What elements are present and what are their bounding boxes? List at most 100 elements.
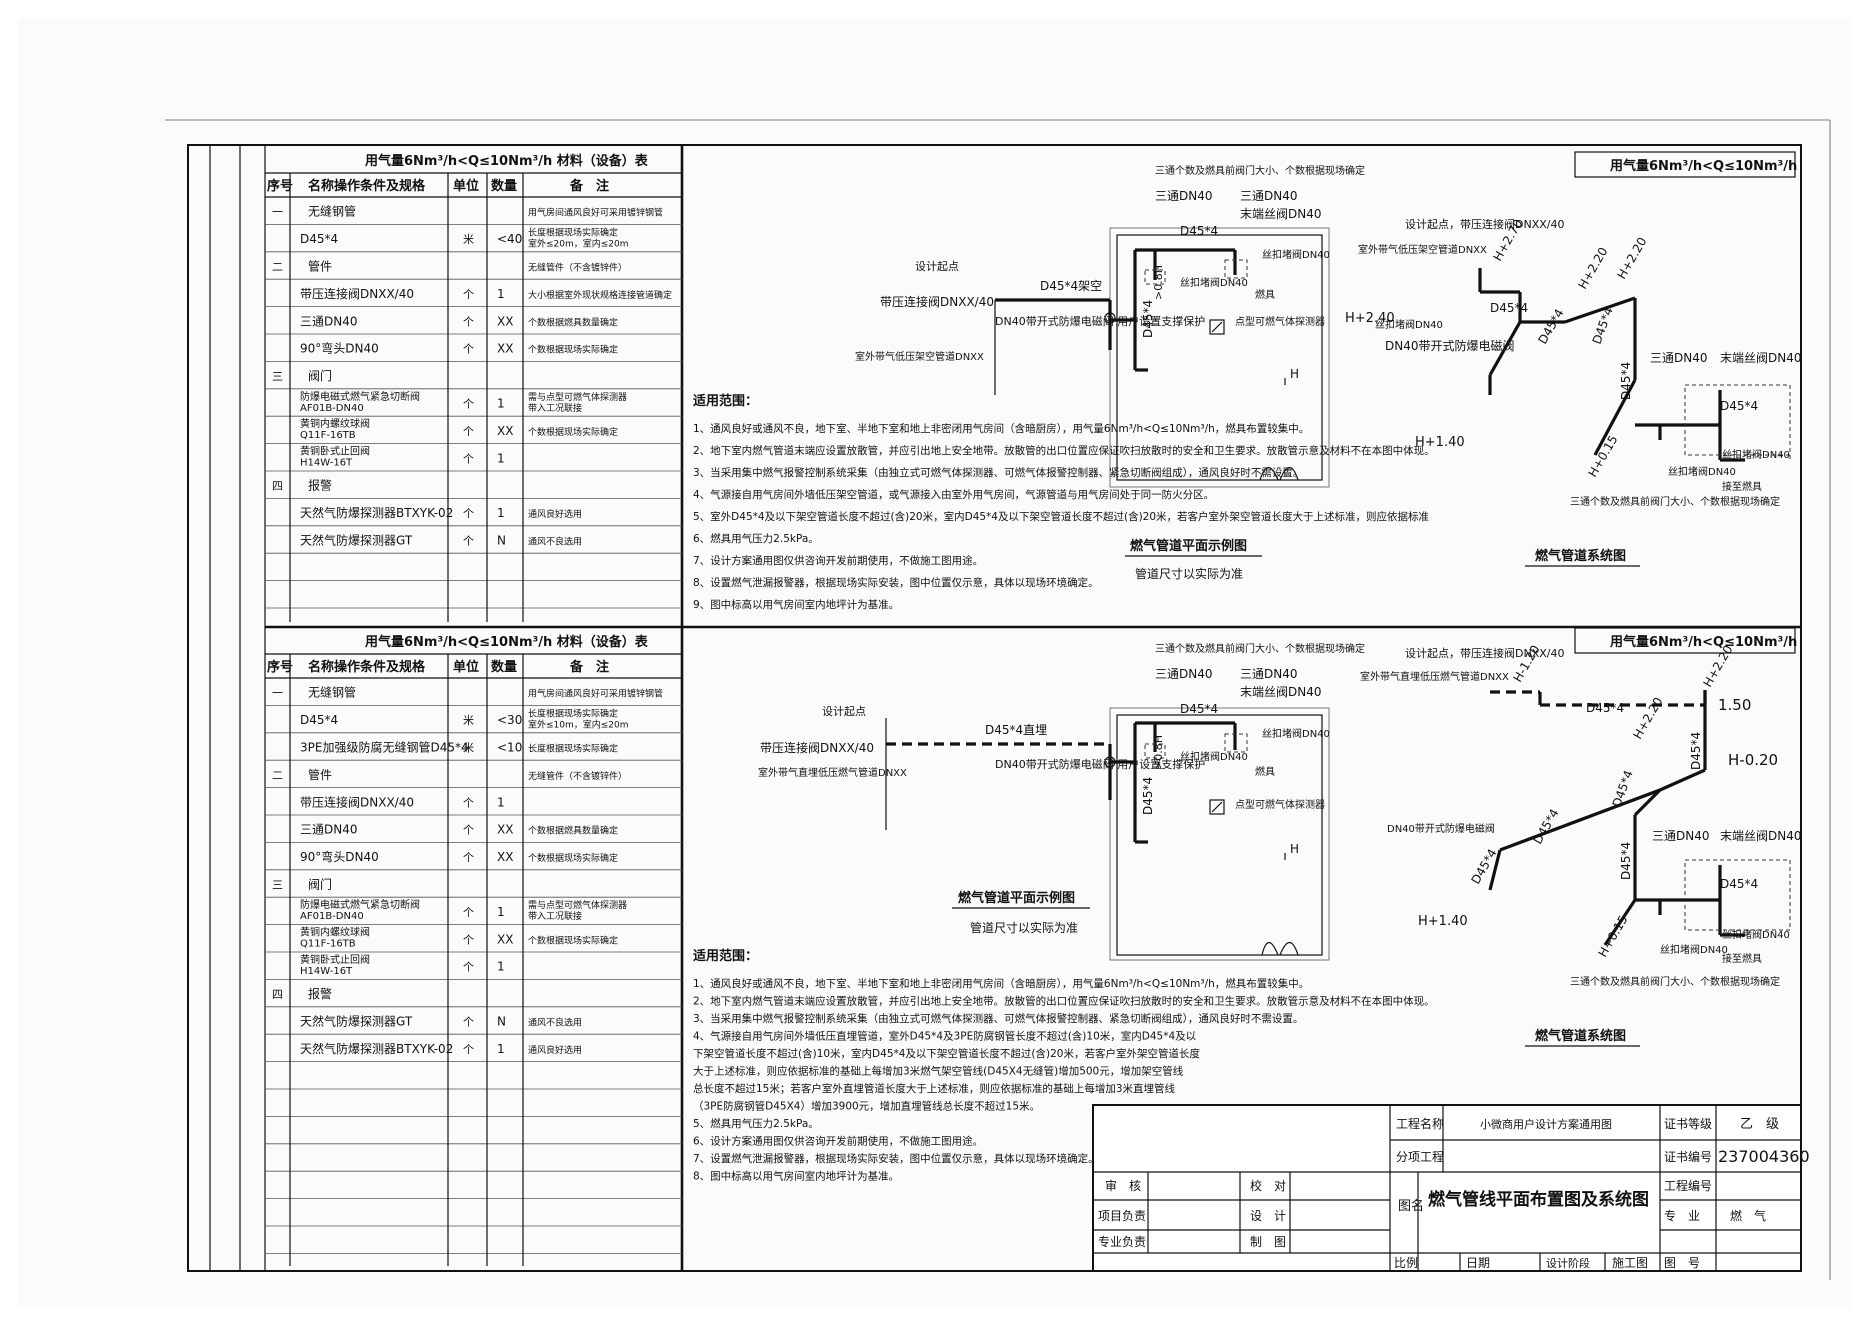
plan-label-burner: 燃具: [1255, 288, 1275, 301]
table-cell: 米: [463, 742, 474, 755]
table-header: 备 注: [569, 659, 609, 675]
table-header: 序号: [267, 659, 293, 675]
plan-b-label-design-start: 设计起点: [822, 705, 866, 718]
plan-label-end-valve: 末端丝阀DN40: [1240, 207, 1322, 221]
table-cell: 1: [497, 1042, 505, 1056]
note-line: 4、气源接自用气房间外墙低压架空管道，或气源接入由室外用气房间，气源管道与用气房…: [693, 488, 1214, 501]
material-table-top: 用气量6Nm³/h<Q≤10Nm³/h 材料（设备）表序号名称操作条件及规格单位…: [265, 153, 682, 622]
tb-project-name-label: 工程名称: [1396, 1116, 1444, 1131]
plan-label-vert: D45*4: [1141, 300, 1155, 338]
tb-stage: 施工图: [1612, 1256, 1648, 1270]
table-cell: 黄铜卧式止回阀: [300, 953, 370, 966]
table-cell: 三: [272, 879, 283, 892]
table-cell: 二: [272, 769, 283, 782]
tb-cert-no: 237004360: [1718, 1147, 1810, 1166]
notes-top: 适用范围： 1、通风良好或通风不良，地下室、半地下室和地上非密闭用气房间（含暗厨…: [693, 393, 1435, 611]
note-line: （3PE防腐钢管D45X4）增加3900元，增加直埋管线总长度不超过15米。: [693, 1100, 1040, 1113]
plan-b-label-end-valve: 末端丝阀DN40: [1240, 685, 1322, 699]
sys-plug3: 丝扣堵阀DN40: [1722, 448, 1790, 461]
sys-outdoor: 室外带气低压架空管道DNXX: [1358, 243, 1487, 256]
table-cell: Q11F-16TB: [300, 939, 356, 950]
plan-b-label-tee2: 三通DN40: [1240, 667, 1298, 681]
table-header: 数量: [491, 659, 517, 675]
sys-design-start: 设计起点，带压连接阀DNXX/40: [1405, 217, 1564, 231]
tb-cert-no-label: 证书编号: [1664, 1149, 1712, 1164]
table-cell: 长度根据现场实际确定: [528, 743, 618, 755]
notes-top-heading: 适用范围：: [693, 393, 758, 409]
table-header: 数量: [491, 178, 517, 194]
table-cell: D45*4: [300, 232, 338, 246]
plan-label-detector: 点型可燃气体探测器: [1235, 315, 1325, 328]
table-cell: 1: [497, 905, 505, 919]
table-cell: XX: [497, 342, 513, 356]
note-line: 7、设置燃气泄漏报警器，根据现场实际安装，图中位置仅示意，具体以现场环境确定。: [693, 1152, 1099, 1165]
table-cell: 米: [463, 714, 474, 727]
table-cell: 个: [463, 1043, 474, 1056]
table-cell: 带入工况联接: [528, 402, 582, 414]
table-cell: 三通DN40: [300, 314, 358, 328]
table-cell: 1: [497, 506, 505, 520]
sys-b-h020: H-0.20: [1728, 751, 1778, 769]
plan-b-label-plug2: 丝扣堵阀DN40: [1262, 727, 1330, 740]
table-cell: 通风良好选用: [528, 1044, 582, 1056]
table-cell: 带压连接阀DNXX/40: [300, 286, 414, 301]
table-cell: 天然气防爆探测器BTXYK-02: [300, 1041, 453, 1056]
table-cell: 室外≤20m，室内≤20m: [528, 237, 629, 249]
plan-label-plug2: 丝扣堵阀DN40: [1262, 248, 1330, 261]
table-cell: 个: [463, 343, 474, 356]
table-cell: 阀门: [308, 368, 332, 383]
table-header: 单位: [453, 178, 479, 194]
sys-b-end: 末端丝阀DN40: [1720, 829, 1802, 843]
note-line: 6、设计方案通用图仅供咨询开发前期使用，不做施工图用途。: [693, 1135, 983, 1148]
table-header: 名称操作条件及规格: [308, 659, 426, 675]
note-line: 1、通风良好或通风不良，地下室、半地下室和地上非密闭用气房间（含暗厨房），用气量…: [693, 977, 1309, 990]
note-line: 2、地下室内燃气管道末端应设置放散管，并应引出地上安全地带。放散管的出口位置应保…: [693, 995, 1435, 1008]
plan-note-top: 三通个数及燃具前阀门大小、个数根据现场确定: [1155, 164, 1365, 177]
note-line: 大于上述标准，则应依据标准的基础上每增加3米燃气架空管线(D45X4无缝管)增加…: [693, 1065, 1184, 1078]
table-cell: 管件: [308, 259, 332, 274]
sys-plug2: 丝扣堵阀DN40: [1668, 465, 1736, 478]
table-cell: 个: [463, 535, 474, 548]
plan-label-tee1: 三通DN40: [1155, 189, 1213, 203]
table-cell: 个: [463, 1016, 474, 1029]
sys-note: 三通个数及燃具前阀门大小、个数根据现场确定: [1570, 495, 1780, 508]
table-cell: 管件: [308, 767, 332, 782]
plan-label-vert2: >0.8H: [1152, 265, 1165, 300]
table-cell: <30: [497, 713, 522, 727]
table-cell: 无缝管件（不含镀锌件）: [528, 770, 627, 782]
drawing-frame: [187, 144, 1802, 1272]
table-cell: 天然气防爆探测器GT: [300, 1014, 413, 1029]
plan-b-label-vert: D45*4: [1141, 777, 1155, 815]
plan-b-label-plug: 丝扣堵阀DN40: [1180, 750, 1248, 763]
tb-check: 校 对: [1250, 1178, 1286, 1193]
table-cell: 个数根据现场实际确定: [528, 934, 618, 946]
table-cell: 带入工况联接: [528, 910, 582, 922]
note-line: 2、地下室内燃气管道末端应设置放散管，并应引出地上安全地带。放散管的出口位置应保…: [693, 444, 1435, 457]
table-cell: 报警: [308, 986, 332, 1001]
note-line: 5、室外D45*4及以下架空管道长度不超过(含)20米，室内D45*4及以下架空…: [693, 510, 1429, 523]
notes-bottom: 适用范围： 1、通风良好或通风不良，地下室、半地下室和地上非密闭用气房间（含暗厨…: [693, 948, 1435, 1183]
sys-b-d45-2: D45*4: [1689, 732, 1703, 770]
plan-title: 燃气管道平面示例图: [1130, 538, 1247, 554]
plan-b-label-d45: D45*4: [1180, 702, 1218, 716]
sys-b-plug: 丝扣堵阀DN40: [1660, 943, 1728, 956]
tb-sub-project-label: 分项工程: [1396, 1149, 1444, 1164]
note-line: 4、气源接自用气房间外墙低压直埋管道，室外D45*4及3PE防腐钢管长度不超过(…: [693, 1030, 1197, 1043]
table-title: 用气量6Nm³/h<Q≤10Nm³/h 材料（设备）表: [364, 634, 649, 650]
tb-drawing-no-label: 图 号: [1664, 1256, 1700, 1270]
table-cell: 1: [497, 287, 505, 301]
table-cell: 90°弯头DN40: [300, 849, 379, 864]
table-cell: 个: [463, 824, 474, 837]
sys-h140: H+1.40: [1415, 435, 1465, 450]
table-cell: <40: [497, 232, 522, 246]
note-line: 5、燃具用气压力2.5kPa。: [693, 1117, 819, 1130]
tb-project-no-label: 工程编号: [1664, 1178, 1712, 1193]
table-cell: 个数根据现场实际确定: [528, 426, 618, 438]
material-table-bottom: 用气量6Nm³/h<Q≤10Nm³/h 材料（设备）表序号名称操作条件及规格单位…: [265, 634, 682, 1266]
table-header: 序号: [267, 178, 293, 194]
table-cell: 带压连接阀DNXX/40: [300, 794, 414, 809]
tb-cert-level-label: 证书等级: [1664, 1117, 1712, 1131]
table-cell: 一: [272, 206, 283, 219]
plan-diagram-top: H 设计起点 带压连接阀DNXX/40 室外带气低压架空管道DNXX D45*4…: [855, 164, 1365, 581]
sys-burner: 接至燃具: [1722, 480, 1762, 493]
